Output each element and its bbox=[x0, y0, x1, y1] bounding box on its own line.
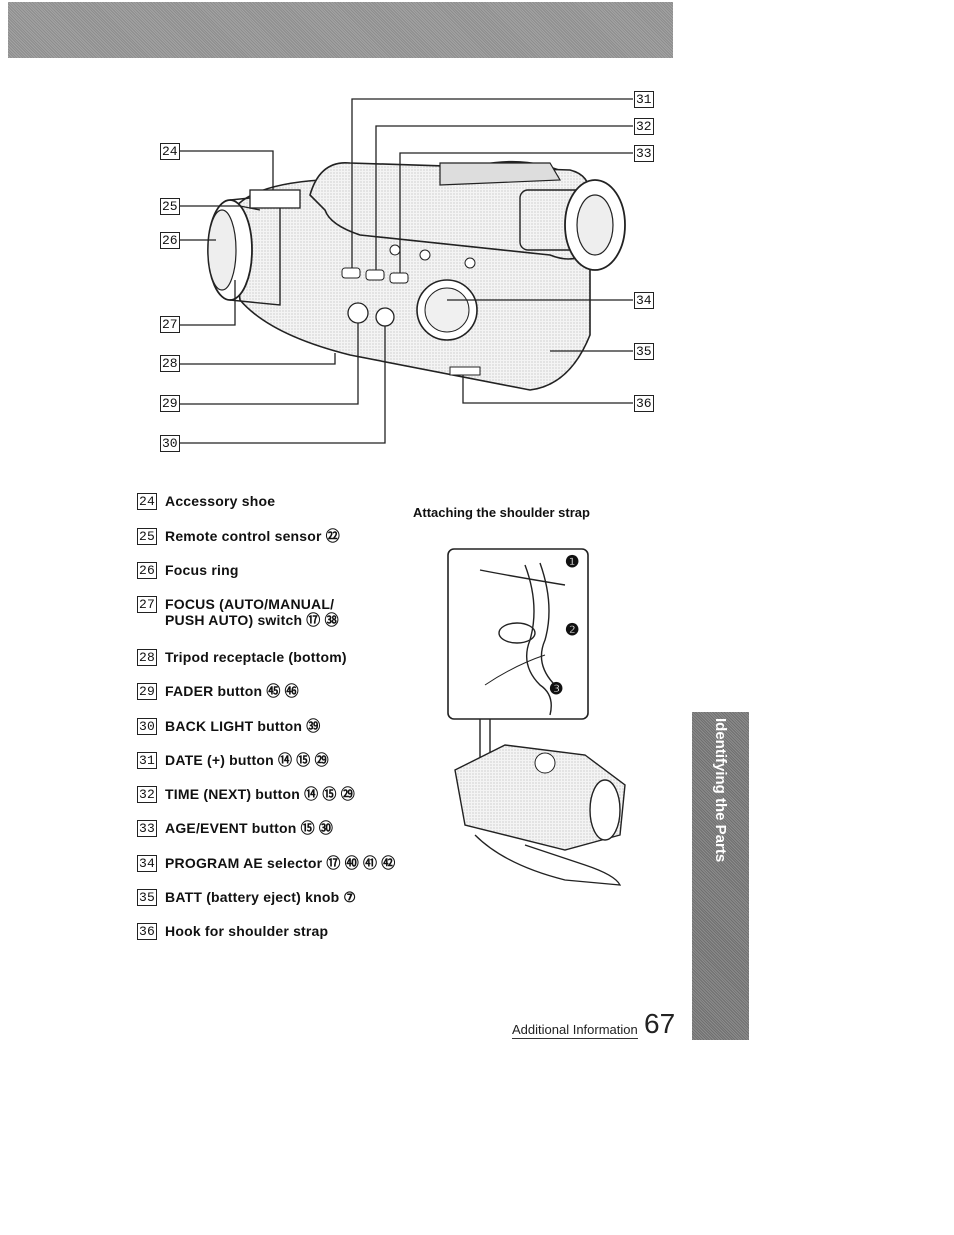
part-number: 25 bbox=[137, 528, 158, 545]
footer-section-name: Additional Information bbox=[512, 1022, 638, 1039]
list-item: 30 BACK LIGHT button ㊴ bbox=[137, 718, 320, 735]
part-number: 34 bbox=[137, 855, 158, 872]
step-3-marker: ❸ bbox=[549, 681, 564, 698]
list-item: 27 FOCUS (AUTO/MANUAL/ PUSH AUTO) switch … bbox=[137, 596, 339, 628]
list-item: 34 PROGRAM AE selector ⑰ ㊵ ㊶ ㊷ bbox=[137, 855, 396, 872]
callout-31: 31 bbox=[634, 91, 654, 108]
strap-illustration: ❶ ❷ ❸ bbox=[445, 545, 635, 905]
part-number: 28 bbox=[137, 649, 158, 666]
list-item: 29 FADER button ㊺ ㊻ bbox=[137, 683, 299, 700]
part-label: FOCUS (AUTO/MANUAL/ PUSH AUTO) switch ⑰ … bbox=[165, 596, 339, 628]
callout-29: 29 bbox=[160, 395, 180, 412]
callout-32: 32 bbox=[634, 118, 654, 135]
callout-25: 25 bbox=[160, 198, 180, 215]
part-number: 30 bbox=[137, 718, 158, 735]
part-number: 27 bbox=[137, 596, 158, 613]
callout-35: 35 bbox=[634, 343, 654, 360]
list-item: 36 Hook for shoulder strap bbox=[137, 923, 328, 940]
list-item: 32 TIME (NEXT) button ⑭ ⑮ ㉙ bbox=[137, 786, 355, 803]
list-item: 35 BATT (battery eject) knob ⑦ bbox=[137, 889, 356, 906]
part-label: Remote control sensor ㉒ bbox=[165, 528, 340, 544]
page-number: 67 bbox=[644, 1008, 676, 1039]
callout-34: 34 bbox=[634, 292, 654, 309]
strap-section-title: Attaching the shoulder strap bbox=[413, 505, 590, 520]
part-label: Tripod receptacle (bottom) bbox=[165, 649, 347, 665]
callout-36: 36 bbox=[634, 395, 654, 412]
part-label: Hook for shoulder strap bbox=[165, 923, 329, 939]
part-number: 36 bbox=[137, 923, 158, 940]
part-number: 32 bbox=[137, 786, 158, 803]
list-item: 28 Tripod receptacle (bottom) bbox=[137, 649, 347, 666]
callout-28: 28 bbox=[160, 355, 180, 372]
list-item: 26 Focus ring bbox=[137, 562, 239, 579]
part-number: 33 bbox=[137, 820, 158, 837]
header-bar bbox=[8, 2, 673, 58]
step-1-marker: ❶ bbox=[565, 554, 580, 571]
part-label: DATE (+) button ⑭ ⑮ ㉙ bbox=[165, 752, 329, 768]
callout-27: 27 bbox=[160, 316, 180, 333]
section-side-tab: Identifying the Parts bbox=[692, 712, 749, 1040]
part-number: 26 bbox=[137, 562, 158, 579]
strap-drawing bbox=[447, 548, 626, 886]
list-item: 24 Accessory shoe bbox=[137, 493, 275, 510]
callout-30: 30 bbox=[160, 435, 180, 452]
part-number: 29 bbox=[137, 683, 158, 700]
part-label: BATT (battery eject) knob ⑦ bbox=[165, 889, 357, 905]
part-label: AGE/EVENT button ⑮ ㉚ bbox=[165, 820, 334, 836]
side-tab-label: Identifying the Parts bbox=[712, 718, 729, 863]
step-2-marker: ❷ bbox=[565, 622, 580, 639]
list-item: 25 Remote control sensor ㉒ bbox=[137, 528, 340, 545]
part-label: TIME (NEXT) button ⑭ ⑮ ㉙ bbox=[165, 786, 355, 802]
part-label: PROGRAM AE selector ⑰ ㊵ ㊶ ㊷ bbox=[165, 855, 396, 871]
camcorder-illustration bbox=[178, 98, 633, 444]
part-label: Accessory shoe bbox=[165, 493, 276, 509]
callout-24: 24 bbox=[160, 143, 180, 160]
camcorder-diagram: 24 25 26 27 28 29 30 31 32 33 34 35 36 bbox=[150, 85, 660, 455]
list-item: 31 DATE (+) button ⑭ ⑮ ㉙ bbox=[137, 752, 329, 769]
part-label: Focus ring bbox=[165, 562, 239, 578]
part-number: 24 bbox=[137, 493, 158, 510]
part-number: 35 bbox=[137, 889, 158, 906]
list-item: 33 AGE/EVENT button ⑮ ㉚ bbox=[137, 820, 333, 837]
part-number: 31 bbox=[137, 752, 158, 769]
part-label: BACK LIGHT button ㊴ bbox=[165, 718, 321, 734]
callout-33: 33 bbox=[634, 145, 654, 162]
callout-26: 26 bbox=[160, 232, 180, 249]
part-label: FADER button ㊺ ㊻ bbox=[165, 683, 299, 699]
